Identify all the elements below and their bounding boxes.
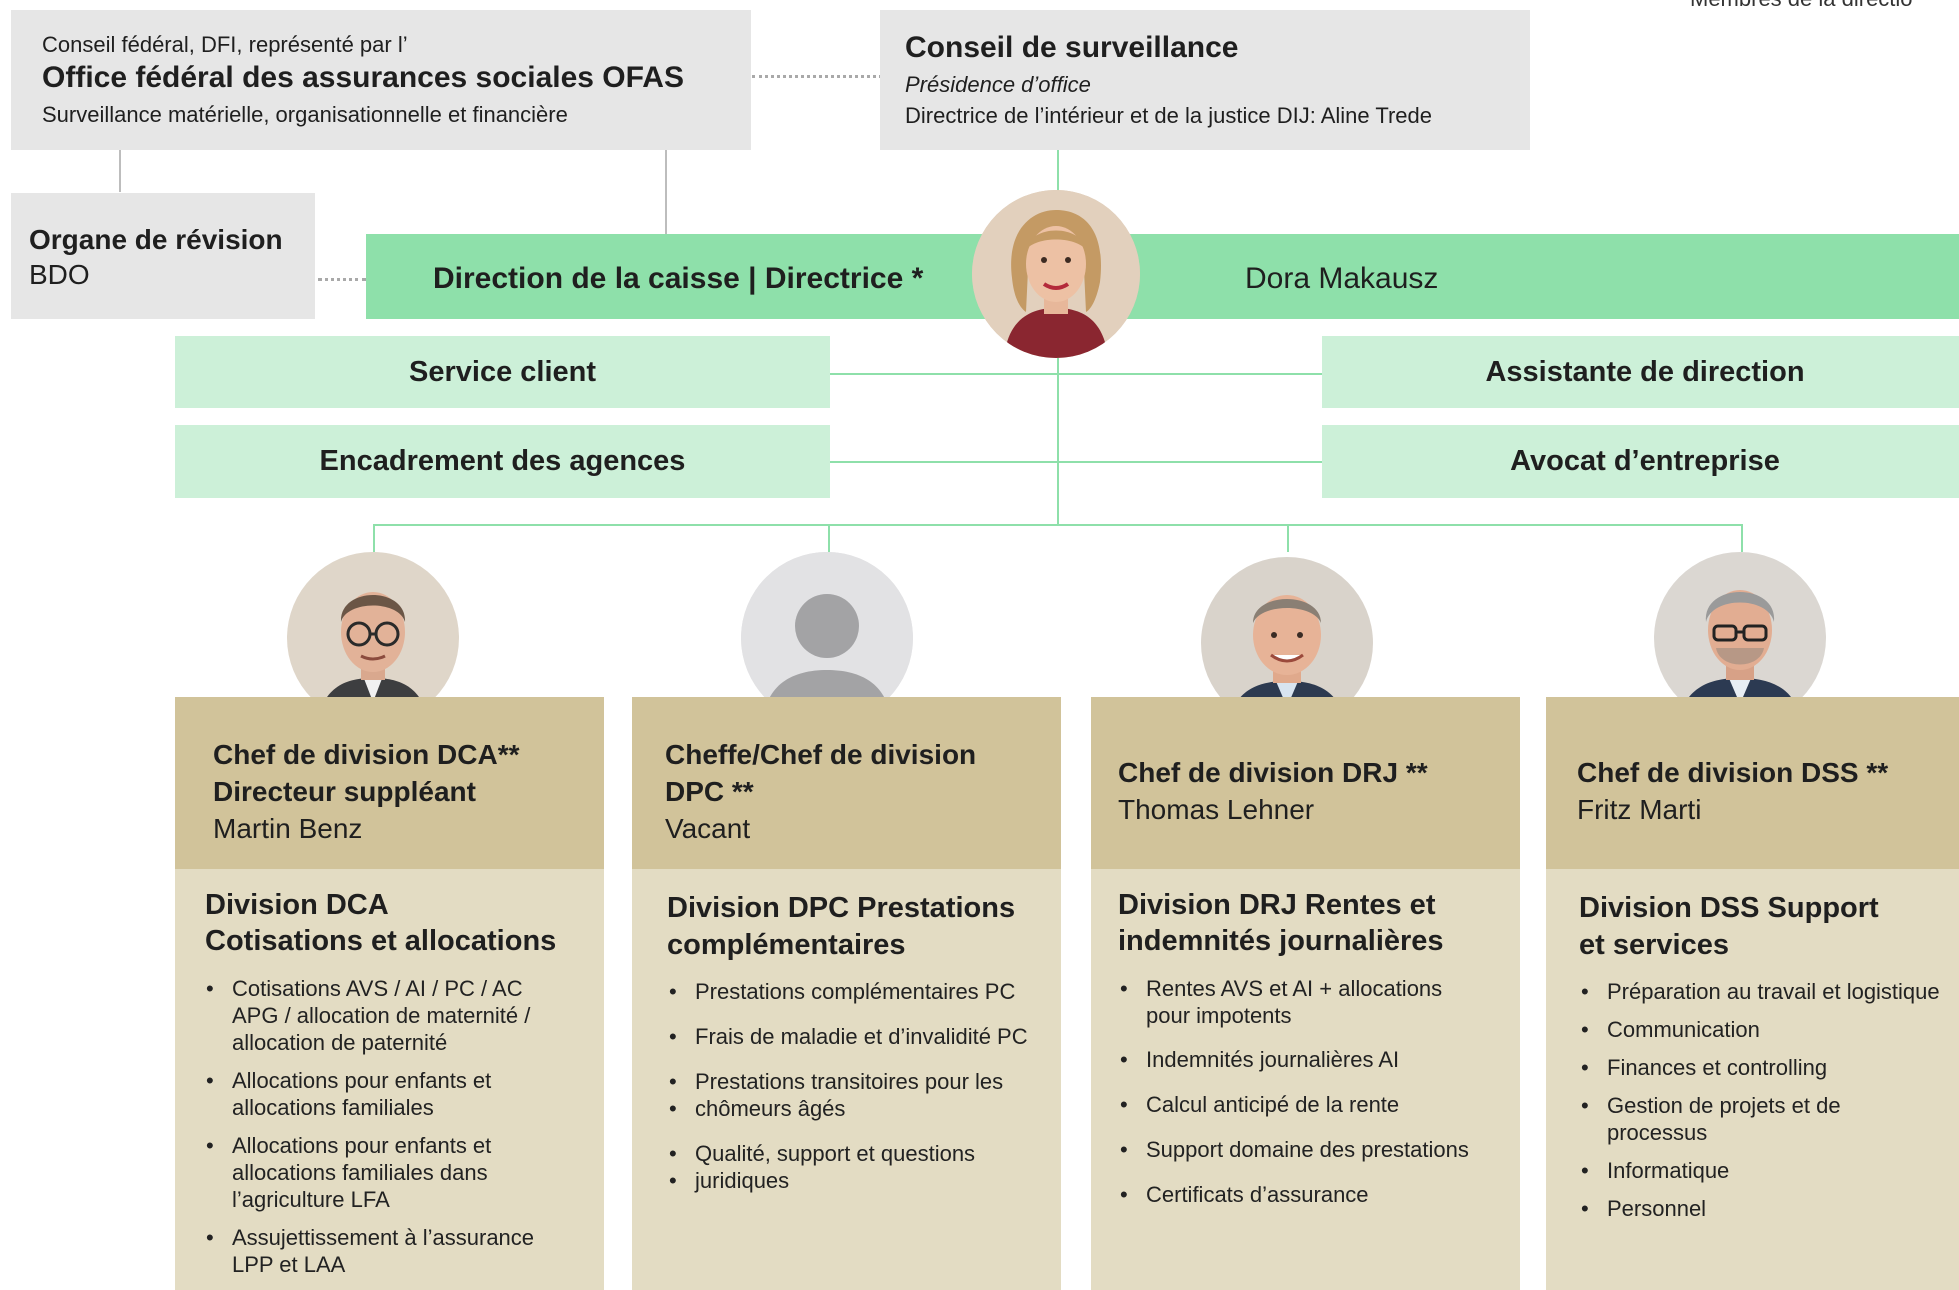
list-item: Allocations pour enfants et allocations … — [204, 1067, 599, 1121]
list-item-line: Allocations pour enfants et — [232, 1133, 492, 1158]
division-dca-head-line1: Chef de division DCA** — [213, 739, 520, 770]
ofas-line1: Conseil fédéral, DFI, représenté par l’ — [42, 32, 408, 57]
division-drj-title-line2: indemnités journalières — [1118, 925, 1444, 957]
avocat-box: Avocat d’entreprise — [1322, 425, 1959, 498]
division-drj-person: Thomas Lehner — [1118, 794, 1315, 825]
revision-title: Organe de révision — [29, 224, 283, 255]
list-item: Informatique — [1579, 1157, 1959, 1184]
division-drj-body: Division DRJ Rentes et indemnités journa… — [1091, 869, 1520, 1290]
revision-name: BDO — [29, 259, 90, 290]
division-dss-title-line2: et services — [1579, 929, 1729, 961]
list-item: Prestations transitoires pour les — [667, 1068, 1061, 1095]
list-item: Calcul anticipé de la rente — [1118, 1091, 1518, 1118]
list-item-line: l’agriculture LFA — [232, 1187, 390, 1212]
division-dss-head-line1: Chef de division DSS ** — [1577, 757, 1889, 788]
assistante-label: Assistante de direction — [1485, 355, 1805, 388]
ofas-box: Conseil fédéral, DFI, représenté par l’ … — [11, 10, 751, 150]
division-drj-head-line1: Chef de division DRJ ** — [1118, 757, 1428, 788]
division-dss-head: Chef de division DSS ** Fritz Marti — [1546, 697, 1959, 869]
list-item-line: LPP et LAA — [232, 1252, 346, 1277]
list-item: Certificats d’assurance — [1118, 1181, 1518, 1208]
list-item-line: allocation de paternité — [232, 1030, 448, 1055]
division-dca-body: Division DCA Cotisations et allocations … — [175, 869, 604, 1290]
list-item: Assujettissement à l’assurance LPP et LA… — [204, 1224, 599, 1278]
list-item: chômeurs âgés — [667, 1095, 1061, 1122]
list-item: Prestations complémentaires PC — [667, 978, 1061, 1005]
ofas-title: Office fédéral des assurances sociales O… — [42, 61, 684, 94]
portrait-icon — [287, 552, 459, 724]
division-dca-list: Cotisations AVS / AI / PC / AC APG / all… — [204, 975, 599, 1278]
list-item: Gestion de projets et de processus — [1579, 1092, 1959, 1146]
conseil-subtitle: Présidence d’office — [905, 72, 1091, 97]
avocat-label: Avocat d’entreprise — [1510, 445, 1780, 477]
list-item-line: Assujettissement à l’assurance — [232, 1225, 535, 1250]
revision-box: Organe de révision BDO — [11, 193, 315, 319]
division-drj-list: Rentes AVS et AI + allocations pour impo… — [1118, 975, 1518, 1208]
list-item-line: pour impotents — [1146, 1003, 1292, 1028]
avatar-division-dpc-placeholder — [741, 552, 913, 724]
list-item-line: processus — [1607, 1120, 1708, 1145]
avatar-division-dca — [287, 552, 459, 724]
corner-label: Membres de la directio — [1690, 0, 1913, 12]
division-dca-head-line2: Directeur suppléant — [213, 776, 476, 807]
list-item: Support domaine des prestations — [1118, 1136, 1518, 1163]
division-dss-list: Préparation au travail et logistique Com… — [1579, 978, 1959, 1222]
list-item: Allocations pour enfants et allocations … — [204, 1132, 599, 1213]
division-dpc-person: Vacant — [665, 813, 751, 844]
division-dpc-title-line1: Division DPC Prestations — [667, 892, 1016, 924]
division-dpc-head-line1: Cheffe/Chef de division — [665, 739, 977, 770]
division-dpc-head: Cheffe/Chef de division DPC ** Vacant — [632, 697, 1061, 869]
avatar-directrice — [972, 190, 1140, 358]
list-item: Préparation au travail et logistique — [1579, 978, 1959, 1005]
encadrement-box: Encadrement des agences — [175, 425, 830, 498]
division-drj-title-line1: Division DRJ Rentes et — [1118, 889, 1436, 921]
encadrement-label: Encadrement des agences — [319, 445, 686, 477]
list-item-line: allocations familiales dans — [232, 1160, 488, 1185]
division-dpc-head-line2: DPC ** — [665, 776, 754, 807]
conseil-title: Conseil de surveillance — [905, 31, 1239, 64]
direction-name: Dora Makausz — [1245, 262, 1439, 295]
list-item-line: Allocations pour enfants et — [232, 1068, 492, 1093]
division-drj-head: Chef de division DRJ ** Thomas Lehner — [1091, 697, 1520, 869]
list-item: Cotisations AVS / AI / PC / AC APG / all… — [204, 975, 599, 1056]
list-item-line: Gestion de projets et de — [1607, 1093, 1841, 1118]
division-dca-title-line1: Division DCA — [205, 889, 389, 921]
portrait-icon — [972, 190, 1140, 358]
division-dss-person: Fritz Marti — [1577, 794, 1702, 825]
division-dca-person: Martin Benz — [213, 813, 363, 844]
list-item: Communication — [1579, 1016, 1959, 1043]
list-item: Qualité, support et questions — [667, 1140, 1061, 1167]
revision-direction-dotted-link — [318, 278, 366, 281]
ofas-line3: Surveillance matérielle, organisationnel… — [42, 102, 568, 127]
list-item: Frais de maladie et d’invalidité PC — [667, 1023, 1061, 1050]
division-dpc-list: Prestations complémentaires PC Frais de … — [667, 978, 1061, 1194]
division-dpc-body: Division DPC Prestations complémentaires… — [632, 869, 1061, 1290]
conseil-line3: Directrice de l’intérieur et de la justi… — [905, 103, 1433, 128]
list-item-line: allocations familiales — [232, 1095, 434, 1120]
conseil-box: Conseil de surveillance Présidence d’off… — [880, 10, 1530, 150]
ofas-conseil-dotted-link — [752, 75, 882, 78]
service-client-box: Service client — [175, 336, 830, 408]
list-item: Finances et controlling — [1579, 1054, 1959, 1081]
list-item-line: Cotisations AVS / AI / PC / AC — [232, 976, 523, 1001]
list-item: Rentes AVS et AI + allocations pour impo… — [1118, 975, 1518, 1029]
division-dss-body: Division DSS Support et services Prépara… — [1546, 869, 1959, 1290]
division-dpc-title-line2: complémentaires — [667, 929, 906, 961]
avatar-division-dss — [1654, 552, 1826, 724]
list-item-line: APG / allocation de maternité / — [232, 1003, 531, 1028]
division-dca-head: Chef de division DCA** Directeur suppléa… — [175, 697, 604, 869]
assistante-box: Assistante de direction — [1322, 336, 1959, 408]
service-client-label: Service client — [409, 355, 596, 388]
portrait-icon — [1654, 552, 1826, 724]
list-item-line: Rentes AVS et AI + allocations — [1146, 976, 1443, 1001]
division-dca-title-line2: Cotisations et allocations — [205, 925, 557, 957]
list-item: Personnel — [1579, 1195, 1959, 1222]
direction-bar: Direction de la caisse | Directrice * Do… — [366, 234, 1959, 319]
list-item: Indemnités journalières AI — [1118, 1046, 1518, 1073]
division-dss-title-line1: Division DSS Support — [1579, 892, 1879, 924]
direction-title: Direction de la caisse | Directrice * — [433, 262, 924, 295]
list-item: juridiques — [667, 1167, 1061, 1194]
